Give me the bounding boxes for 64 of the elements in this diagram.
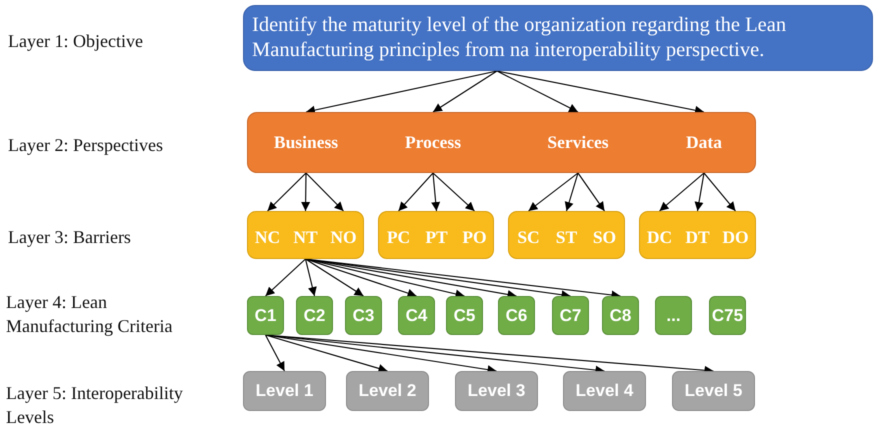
barrier-box <box>247 211 364 259</box>
barrier-code: SC <box>510 211 547 259</box>
barrier-box <box>508 211 625 259</box>
arrow <box>704 172 736 212</box>
arrow <box>304 258 317 296</box>
layer-label: Layer 2: Perspectives <box>8 134 164 157</box>
level-box: Level 3 <box>455 371 538 411</box>
arrow <box>694 172 705 212</box>
arrow <box>265 334 285 372</box>
arrow <box>301 173 310 211</box>
arrow <box>306 172 344 212</box>
objective-box: Identify the maturity level of the organization regarding the Lean Manufacturing principles from na interoperability perspective. <box>243 5 873 71</box>
arrow <box>306 70 498 114</box>
barrier-code: NT <box>287 211 324 259</box>
criterion-box: C2 <box>296 296 333 335</box>
arrow <box>432 172 475 212</box>
criterion-box: C6 <box>498 296 535 335</box>
criterion-box: C7 <box>552 296 589 335</box>
arrow <box>496 70 704 115</box>
perspective-label: Process <box>393 112 473 173</box>
criterion-box: C4 <box>398 296 435 335</box>
perspective-label: Services <box>536 112 620 173</box>
arrow <box>659 172 704 212</box>
arrow <box>267 172 306 212</box>
arrow <box>432 70 498 112</box>
level-box: Level 5 <box>672 371 755 411</box>
perspective-label: Business <box>266 112 346 173</box>
arrow <box>265 334 388 373</box>
barrier-code: NC <box>249 211 286 259</box>
level-box: Level 1 <box>243 371 326 411</box>
barrier-code: NO <box>325 211 362 259</box>
criterion-box: C8 <box>602 296 639 335</box>
level-box: Level 2 <box>346 371 429 411</box>
barrier-code: PC <box>380 211 417 259</box>
layer-label: Layer 3: Barriers <box>8 226 132 249</box>
criterion-box: C5 <box>446 296 483 335</box>
arrow <box>564 172 579 212</box>
arrow <box>496 70 578 112</box>
layer-label: Layer 5: Interoperability Levels <box>6 382 184 429</box>
arrow <box>305 258 364 296</box>
perspective-label: Data <box>678 112 730 173</box>
barrier-code: PO <box>456 211 493 259</box>
level-box: Level 4 <box>563 371 646 411</box>
arrow <box>528 172 578 212</box>
arrow <box>265 258 306 296</box>
layer-label: Layer 4: Lean Manufacturing Criteria <box>6 291 174 338</box>
barrier-code: DC <box>641 211 678 259</box>
layer-label: Layer 1: Objective <box>8 30 144 53</box>
barrier-code: DT <box>679 211 716 259</box>
criterion-box: ... <box>655 296 692 335</box>
barrier-code: ST <box>548 211 585 259</box>
barrier-box <box>378 211 494 259</box>
barrier-code: SO <box>586 211 623 259</box>
perspectives-band <box>247 112 756 173</box>
barrier-code: DO <box>717 211 754 259</box>
arrow <box>431 172 440 212</box>
criterion-box: C3 <box>345 296 382 335</box>
arrow <box>305 258 417 298</box>
barrier-box <box>639 211 756 259</box>
criterion-box: C1 <box>247 296 284 335</box>
criterion-box: C75 <box>709 296 746 335</box>
arrow <box>578 172 605 212</box>
arrow <box>398 172 434 212</box>
barrier-code: PT <box>418 211 455 259</box>
